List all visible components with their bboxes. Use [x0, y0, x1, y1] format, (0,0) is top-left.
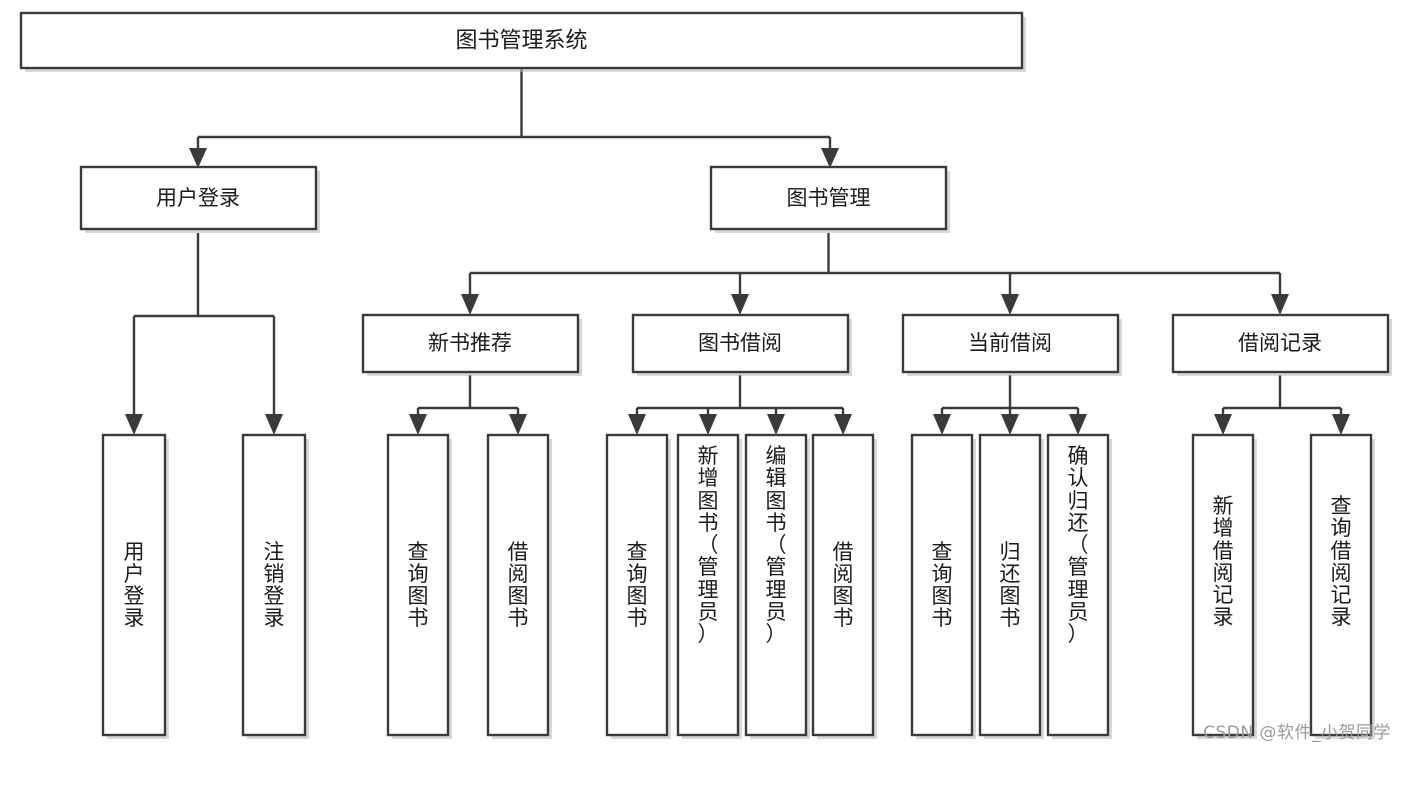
leaf-user-logout-box[interactable]	[241, 433, 307, 737]
arrowhead-book-manage	[821, 148, 839, 168]
leaf-query-book-1-box[interactable]	[386, 433, 450, 737]
node-book-manage-box[interactable]	[709, 165, 948, 231]
arrowhead-leaf-return-book	[1001, 414, 1019, 435]
node-current-borrow-label: 当前借阅	[968, 331, 1052, 355]
node-root-box[interactable]	[19, 11, 1024, 70]
arrowhead-new-book-rec	[461, 294, 479, 315]
leaf-confirm-return-box[interactable]	[1046, 433, 1110, 737]
leaf-query-book-2-box[interactable]	[605, 433, 669, 737]
node-book-manage[interactable]: 图书管理	[709, 165, 950, 233]
diagram-canvas-root: 图书管理系统 用户登录 图书管理 新书推荐 图书借阅 当前借阅	[19, 11, 1392, 743]
arrowhead-leaf-user-logout	[265, 414, 283, 435]
arrowhead-leaf-user-login	[125, 414, 143, 435]
node-book-borrow-label: 图书借阅	[698, 331, 782, 355]
arrowhead-book-borrow	[731, 294, 749, 315]
leaf-add-book-box[interactable]	[676, 433, 740, 737]
node-new-book-rec-box[interactable]	[361, 313, 580, 374]
arrowhead-leaf-add-record	[1214, 414, 1232, 435]
node-borrow-record-box[interactable]	[1171, 313, 1390, 374]
leaf-boxes-layer	[101, 433, 1375, 739]
csdn-watermark: CSDN @软件_小贺同学	[1203, 723, 1391, 743]
node-user-login-box[interactable]	[79, 165, 318, 231]
node-user-login[interactable]: 用户登录	[79, 165, 320, 233]
leaf-add-record-box[interactable]	[1191, 433, 1255, 737]
arrowhead-leaf-query-record	[1332, 414, 1350, 435]
leaf-user-login-box[interactable]	[101, 433, 167, 737]
arrowhead-leaf-confirm-return	[1069, 414, 1087, 435]
leaf-borrow-book-2-box[interactable]	[811, 433, 875, 737]
arrowhead-leaf-query-book-1	[409, 414, 427, 435]
node-current-borrow-box[interactable]	[901, 313, 1120, 374]
node-user-login-label: 用户登录	[156, 186, 240, 210]
arrowhead-current-borrow	[1001, 294, 1019, 315]
node-current-borrow[interactable]: 当前借阅	[901, 313, 1122, 376]
hierarchy-diagram: 图书管理系统 用户登录 图书管理 新书推荐 图书借阅 当前借阅	[19, 11, 1392, 739]
node-new-book-rec[interactable]: 新书推荐	[361, 313, 582, 376]
leaf-query-record-box[interactable]	[1309, 433, 1373, 737]
node-book-borrow-box[interactable]	[631, 313, 850, 374]
arrowhead-leaf-edit-book	[767, 414, 785, 435]
leaf-query-book-3-box[interactable]	[910, 433, 974, 737]
leaf-edit-book-box[interactable]	[744, 433, 808, 737]
arrowhead-leaf-query-book-3	[933, 414, 951, 435]
arrowhead-leaf-query-book-2	[628, 414, 646, 435]
node-book-manage-label: 图书管理	[787, 186, 871, 210]
arrowhead-leaf-borrow-book-1	[509, 414, 527, 435]
leaf-return-book-box[interactable]	[978, 433, 1042, 737]
node-borrow-record[interactable]: 借阅记录	[1171, 313, 1392, 376]
arrowhead-leaf-add-book	[699, 414, 717, 435]
node-root[interactable]: 图书管理系统	[19, 11, 1026, 72]
node-root-label: 图书管理系统	[455, 29, 587, 54]
connector-layer	[125, 69, 1350, 435]
leaf-borrow-book-1-box[interactable]	[486, 433, 550, 737]
arrowhead-leaf-borrow-book-2	[834, 414, 852, 435]
arrowhead-borrow-record	[1271, 294, 1289, 315]
node-book-borrow[interactable]: 图书借阅	[631, 313, 852, 376]
node-borrow-record-label: 借阅记录	[1238, 331, 1322, 355]
arrowhead-user-login	[189, 148, 207, 168]
node-new-book-rec-label: 新书推荐	[428, 331, 512, 355]
